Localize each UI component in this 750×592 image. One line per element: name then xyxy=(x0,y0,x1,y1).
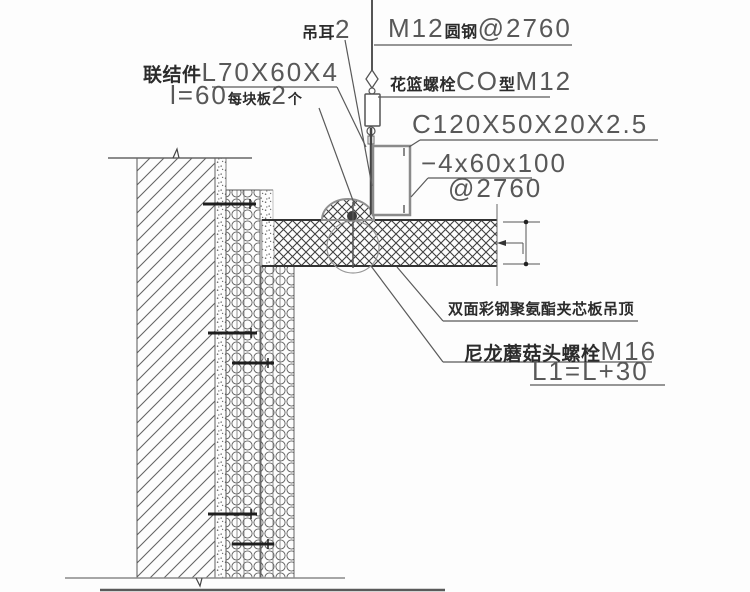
label-turnbuckle-cn: 花篮螺栓 xyxy=(390,77,457,94)
label-lifting-ear-qty: 2 xyxy=(335,14,352,44)
label-connector-len: l=60 xyxy=(170,80,228,110)
c-channel xyxy=(369,128,412,217)
thickness-dimension xyxy=(497,219,540,267)
break-mark xyxy=(172,147,180,159)
leader-plate xyxy=(410,177,429,198)
ground-line xyxy=(65,577,445,592)
label-connector-len-unit: 个 xyxy=(287,91,303,107)
wall-bolts xyxy=(203,199,274,549)
dimension-arrow xyxy=(497,240,506,246)
label-hanger-rod-size: M12 xyxy=(388,13,445,43)
label-connector-length: l=60每块板2个 xyxy=(170,80,303,110)
label-mushroom-bolt-size: M16 xyxy=(600,336,658,366)
label-ceiling-panel: 双面彩钢聚氨酯夹芯板吊顶 xyxy=(448,301,635,318)
label-lifting-ear-cn: 吊耳 xyxy=(302,25,336,42)
label-connector-len-qty: 2 xyxy=(271,80,288,110)
break-mark xyxy=(195,577,203,588)
label-plate-spec: −4x60x100 xyxy=(421,148,567,178)
label-length-formula: L1=L+30 xyxy=(532,356,649,386)
corner-filler xyxy=(259,189,274,221)
label-hanger-rod: M12圆钢@2760 xyxy=(388,13,572,43)
label-turnbuckle-model: CO xyxy=(456,66,500,96)
leader-lines xyxy=(212,39,665,386)
detail-circle xyxy=(326,220,380,274)
label-channel-spec: C120X50X20X2.5 xyxy=(412,109,649,139)
ceiling-panel xyxy=(261,204,498,286)
label-connector-spec: L70X60X4 xyxy=(201,57,339,87)
leader-lifting-ear xyxy=(344,39,373,187)
inner-sandwich-panel xyxy=(260,265,295,579)
leader-channel xyxy=(408,139,421,148)
leader-ceiling xyxy=(396,266,444,322)
slab-top-line xyxy=(108,147,252,159)
concrete-wall-hatch xyxy=(136,157,216,579)
label-lifting-ear: 吊耳2 xyxy=(302,14,352,44)
label-mushroom-bolt: 尼龙蘑菇头螺栓M16 xyxy=(464,336,658,366)
leader-connector-qty xyxy=(318,107,356,207)
label-turnbuckle-size: M12 xyxy=(515,66,573,96)
label-hanger-rod-spacing: @2760 xyxy=(477,13,572,43)
label-hanger-rod-cn: 圆钢 xyxy=(444,24,478,41)
label-mushroom-bolt-cn: 尼龙蘑菇头螺栓 xyxy=(464,344,601,365)
label-turnbuckle: 花篮螺栓CO型M12 xyxy=(390,66,573,96)
mushroom-bolt-cap xyxy=(320,198,376,268)
leader-bolt xyxy=(370,265,444,363)
bolt-head xyxy=(347,211,357,221)
leader-connector xyxy=(336,86,367,148)
label-plate-spacing: @2760 xyxy=(448,173,543,203)
label-connector-cn: 联结件 xyxy=(143,65,202,86)
label-connector: 联结件L70X60X4 xyxy=(143,57,339,87)
label-turnbuckle-type: 型 xyxy=(499,77,516,94)
turnbuckle xyxy=(364,68,381,145)
label-connector-len-cn: 每块板 xyxy=(227,91,272,107)
